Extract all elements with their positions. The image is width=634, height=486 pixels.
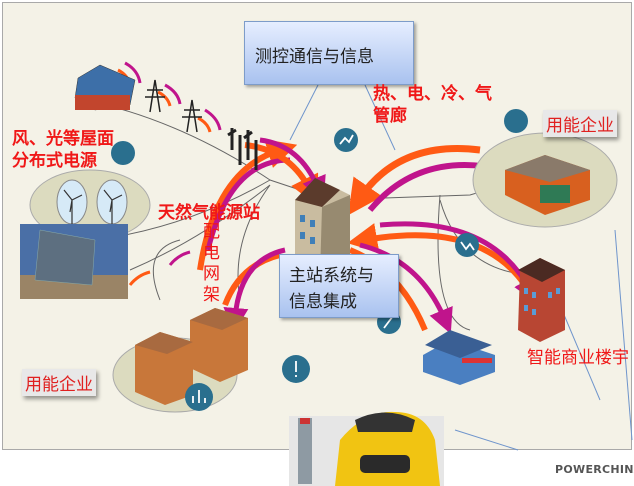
master-station-label-line2: 信息集成 — [289, 292, 357, 312]
enterprise-buildings-bottom-left — [112, 308, 248, 413]
enterprise-label-top-right: 用能企业 — [543, 110, 617, 137]
monitoring-communication-box: 测控通信与信息 — [244, 21, 414, 85]
enterprise-label-bottom-left: 用能企业 — [22, 369, 96, 396]
solar-panel-photo — [20, 224, 128, 299]
shop-building — [423, 330, 495, 385]
pipeline-label-line2: 管廊 — [373, 106, 407, 126]
master-station-label-line1: 主站系统与 — [289, 266, 374, 286]
arrow-magenta — [223, 247, 286, 333]
smart-building-label: 智能商业楼宇 — [527, 348, 629, 368]
pipeline-label: 热、电、冷、气 管廊 — [373, 83, 492, 127]
arrow-magenta — [359, 242, 453, 334]
pipeline-label-line1: 热、电、冷、气 — [373, 84, 492, 104]
ev-charging-photo — [289, 411, 444, 486]
master-station-box: 主站系统与 信息集成 — [279, 254, 399, 318]
powerchina-watermark: POWERCHINA — [555, 463, 634, 476]
distributed-power-label: 风、光等屋面 分布式电源 — [12, 128, 114, 172]
arrow-orange — [222, 252, 281, 307]
arrow-orange — [348, 145, 481, 216]
signal-icon — [504, 109, 528, 133]
distributed-label-line2: 分布式电源 — [12, 151, 97, 171]
monitoring-communication-label: 测控通信与信息 — [255, 47, 374, 67]
arrow-magenta — [205, 157, 291, 251]
power-plant-icon — [74, 64, 136, 111]
wind-turbine-cluster — [29, 169, 151, 241]
distribution-grid-label: 配电网架 — [203, 222, 220, 305]
distributed-label-line1: 风、光等屋面 — [12, 129, 114, 149]
arrow-orange — [197, 139, 298, 271]
smart-commercial-building — [518, 258, 565, 342]
trend-down-icon — [455, 233, 479, 257]
enterprise-building-top-right — [472, 132, 618, 228]
signal-icon — [111, 141, 135, 165]
transmission-tower-icons — [145, 79, 258, 170]
gas-station-label: 天然气能源站 — [158, 203, 260, 223]
